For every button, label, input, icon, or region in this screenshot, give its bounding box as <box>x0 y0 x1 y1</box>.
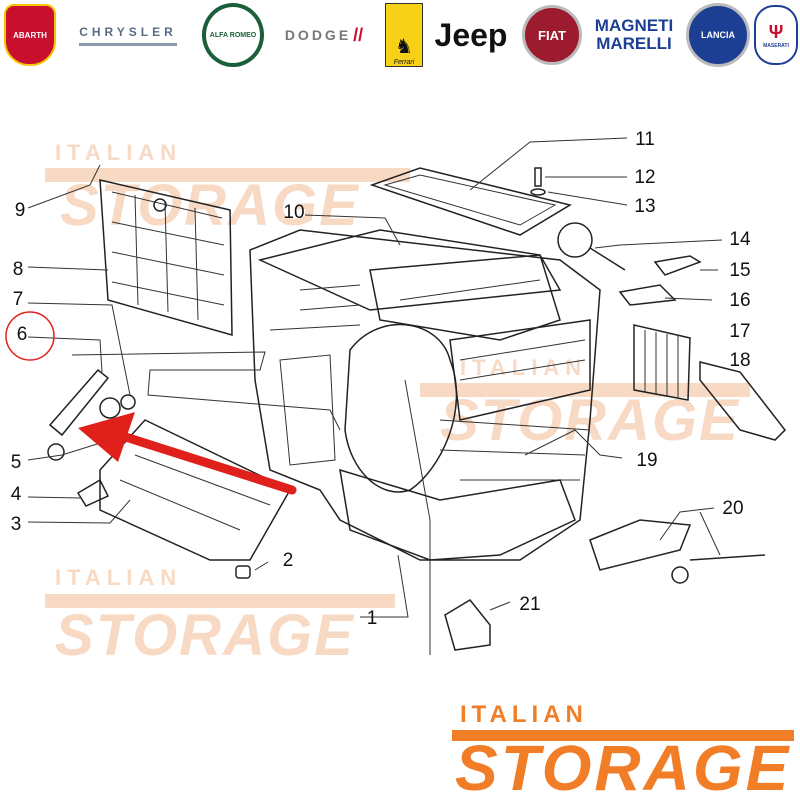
callout-1: 1 <box>367 608 378 629</box>
dodge-stripes-icon: // <box>353 24 364 45</box>
part-5-7-gear-rack <box>47 368 136 461</box>
watermark-faded-bar <box>45 168 410 182</box>
part-8-filter-frame <box>99 179 233 336</box>
callout-10: 10 <box>283 202 304 223</box>
watermark-faded-line1: ITALIAN <box>55 140 182 165</box>
callout-11: 11 <box>635 129 655 150</box>
callout-numbers: 9 8 7 6 5 4 3 2 1 10 11 12 13 14 15 16 1… <box>11 129 751 629</box>
callout-18: 18 <box>729 350 750 371</box>
part-12-screw <box>534 167 542 187</box>
prancing-horse-icon: ♞ <box>395 36 413 58</box>
maserati-trident-icon: Ψ MASERATI <box>754 5 798 65</box>
part-14-actuator <box>557 222 626 271</box>
watermark-faded-line1-low: ITALIAN <box>55 565 182 590</box>
ferrari-logo: ♞ Ferrari <box>384 3 424 67</box>
callout-3: 3 <box>11 514 22 535</box>
maserati-logo: Ψ MASERATI <box>754 4 798 66</box>
highlight-arrow <box>78 412 297 495</box>
callout-13: 13 <box>634 196 655 217</box>
lancia-badge-icon: LANCIA <box>686 3 750 67</box>
callout-7: 7 <box>13 289 24 310</box>
highlight-circle <box>5 311 55 361</box>
fiat-badge-icon: FIAT <box>522 5 582 65</box>
ferrari-shield-icon: ♞ Ferrari <box>385 3 423 67</box>
part-15-lever <box>653 255 702 276</box>
callout-2: 2 <box>283 550 294 571</box>
watermark-faded: ITALIAN STORAGE ITALIAN STORAGE ITALIAN … <box>45 140 750 668</box>
part-2-pin <box>235 565 251 579</box>
watermark-faded-line1-mid: ITALIAN <box>460 355 587 380</box>
alfa-romeo-logo: ALFA ROMEO <box>202 3 264 67</box>
brand-logo-bar: ABARTH CHRYSLER ALFA ROMEO DODGE // ♞ Fe… <box>0 0 800 70</box>
part-16-lever <box>618 284 677 306</box>
abarth-logo: ABARTH <box>4 4 56 66</box>
leader-lines <box>27 137 723 655</box>
part-11-top-filter <box>369 167 572 236</box>
watermark-faded-bar-low <box>45 594 395 608</box>
watermark-bar <box>452 730 794 741</box>
part-18-duct <box>699 361 786 441</box>
callout-20: 20 <box>722 498 743 519</box>
abarth-shield-icon: ABARTH <box>4 4 56 66</box>
part-13-washer <box>530 188 546 196</box>
part-21-bracket <box>444 599 491 651</box>
callout-5: 5 <box>11 452 22 473</box>
lancia-logo: LANCIA <box>686 3 750 67</box>
callout-17: 17 <box>729 321 750 342</box>
watermark-logo: ITALIAN STORAGE <box>452 701 794 800</box>
callout-9: 9 <box>15 200 26 221</box>
callout-21: 21 <box>519 594 540 615</box>
alfa-romeo-badge-icon: ALFA ROMEO <box>202 3 264 67</box>
callout-14: 14 <box>729 229 751 250</box>
fiat-logo: FIAT <box>522 4 582 66</box>
magneti-marelli-logo: MAGNETI MARELLI <box>594 16 674 53</box>
heater-box-body <box>249 229 601 561</box>
callout-15: 15 <box>729 260 750 281</box>
part-4-lever <box>76 478 110 507</box>
part-3-door <box>99 419 292 561</box>
watermark-faded-line2-low: STORAGE <box>55 603 355 668</box>
watermark-line2: STORAGE <box>455 732 791 800</box>
callout-19: 19 <box>636 450 657 471</box>
jeep-logo: Jeep <box>434 16 508 53</box>
callout-16: 16 <box>729 290 750 311</box>
chrysler-logo: CHRYSLER <box>62 4 194 66</box>
part-17-cabin-filter <box>633 324 691 401</box>
callout-6: 6 <box>17 324 28 345</box>
callout-8: 8 <box>13 259 24 280</box>
dodge-logo: DODGE // <box>284 24 364 45</box>
watermark-faded-bar-mid <box>420 383 750 397</box>
watermark-line1: ITALIAN <box>460 701 588 728</box>
part-20-cable-assembly <box>589 519 766 584</box>
callout-12: 12 <box>634 167 655 188</box>
callout-4: 4 <box>11 484 22 505</box>
